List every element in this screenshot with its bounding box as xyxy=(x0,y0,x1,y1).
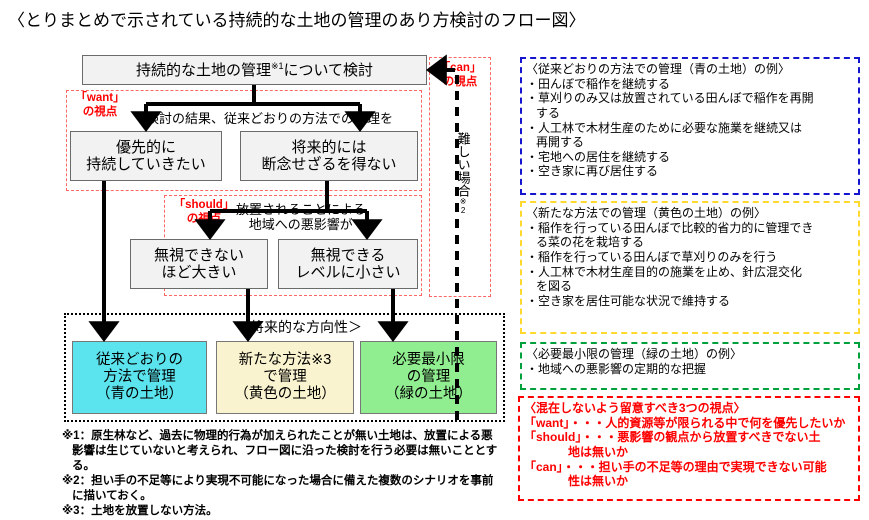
footnote-item: ※1：原生林など、過去に物理的行為が加えられたことが無い土地は、放置による悪 影… xyxy=(62,429,512,474)
panel-red-item-can-cont: 性は無いか xyxy=(568,474,629,489)
outcome-yellow-line2: で管理 xyxy=(263,368,307,385)
panel-blue-item-2: ・人工林で木材生産のために必要な施業を継続又は xyxy=(526,120,803,135)
panel-yellow-item-3: ・空き家を居住可能な状況で維持する xyxy=(526,293,731,308)
panel-new-method-management: 〈新たな方法での管理（黄色の土地）の例〉 ・稲作を行っている田んぼで比較的省力的… xyxy=(520,201,860,334)
should-viewpoint-label-line2: の視点 xyxy=(186,212,222,225)
panel-yellow-heading: 〈新たな方法での管理（黄色の土地）の例〉 xyxy=(526,206,767,220)
panel-green-item-0: ・地域への悪影響の定期的な把握 xyxy=(526,361,707,376)
should-option-a-line2: ほど大きい xyxy=(161,264,237,281)
outcome-yellow-note-marker: ※3 xyxy=(311,351,332,368)
should-question-line1: 放置されることによる xyxy=(236,202,366,217)
can-vertical-note-marker: ※2 xyxy=(458,197,468,215)
want-viewpoint-label-line1: 「want」 xyxy=(75,92,125,104)
outcome-yellow-line1: 新たな方法 xyxy=(238,351,312,368)
panel-yellow-item-1: ・稲作を行っている田んぼで草刈りのみを行う xyxy=(526,249,778,264)
want-option-b-line1: 将来的には xyxy=(291,138,367,156)
panel-yellow-item-0-cont: る菜の花を栽培する xyxy=(536,235,645,250)
should-option-a-line1: 無視できない xyxy=(153,246,244,264)
footnote-1-first: ※1：原生林など、過去に物理的行為が加えられたことが無い土地は、放置による悪 xyxy=(62,430,493,442)
panel-blue-heading: 〈従来どおりの方法での管理（青の土地）の例〉 xyxy=(526,62,791,76)
start-box-note-marker: ※1 xyxy=(270,60,284,71)
want-viewpoint-group xyxy=(66,90,422,191)
want-option-a-line1: 優先的に xyxy=(115,138,176,156)
panel-yellow-item-0: ・稲作を行っている田んぼで比較的省力的に管理でき xyxy=(526,220,814,235)
outcome-yellow-line3: （黄色の土地） xyxy=(234,386,336,403)
can-viewpoint-label-line2: の視点 xyxy=(442,75,478,88)
panel-blue-item-4: ・空き家に再び居住する xyxy=(526,164,659,179)
want-option-abandon-box: 将来的には 断念せざるを得ない xyxy=(240,131,418,181)
outcome-blue-line3: （青の土地） xyxy=(96,386,183,403)
want-viewpoint-label: 「want」 の視点 xyxy=(68,92,132,120)
panel-blue-item-3: ・宅地への居住を継続する xyxy=(526,149,671,164)
footnote-2-cont: に描いておく。 xyxy=(72,489,152,502)
footnote-item: ※3：土地を放置しない方法。 xyxy=(62,504,512,519)
outcome-box-yellow: 新たな方法※3 で管理 （黄色の土地） xyxy=(216,341,354,414)
outcome-green-line2: の管理 xyxy=(406,368,451,385)
should-option-b-line2: レベルに小さい xyxy=(295,264,401,281)
panel-green-heading: 〈必要最小限の管理（緑の土地）の例〉 xyxy=(526,347,743,361)
want-option-continue-box: 優先的に 持続していきたい xyxy=(70,131,222,181)
can-viewpoint-label-line1: 「can」 xyxy=(438,62,482,74)
panel-blue-item-0: ・田んぼで稲作を継続する xyxy=(526,76,671,91)
outcome-box-blue: 従来どおりの 方法で管理 （青の土地） xyxy=(72,341,207,414)
outcome-green-line1: 必要最小限 xyxy=(392,351,465,368)
want-option-b-line2: 断念せざるを得ない xyxy=(261,156,397,173)
should-question-line2: 地域への悪影響が xyxy=(248,216,353,232)
panel-red-heading: 〈混在しないよう留意すべき3つの視点〉 xyxy=(524,401,746,415)
future-direction-heading: ＜将来的な方向性＞ xyxy=(236,319,362,335)
should-option-b-line1: 無視できる xyxy=(310,246,386,264)
panel-blue-item-2-cont: 再開する xyxy=(536,135,585,150)
footnote-2-first: ※2：担い手の不足等により実現不可能になった場合に備えた複数のシナリオを事前 xyxy=(62,474,494,487)
panel-yellow-item-2-cont: を図る xyxy=(536,279,573,294)
panel-blue-item-1: ・草刈りのみ又は放置されている田んぼで稲作を再開 xyxy=(526,91,814,106)
should-option-small-box: 無視できる レベルに小さい xyxy=(278,239,418,289)
want-question-label: 検討の結果、従来どおりの方法での管理を xyxy=(146,111,394,126)
start-box: 持続的な土地の管理※1について検討 xyxy=(82,55,427,85)
footnote-1-cont: 影響は生じていないと考えられ、フロー図に沿った検討を行う必要は無いこととする。 xyxy=(72,444,498,472)
should-viewpoint-label-line1: 「should」 xyxy=(173,199,235,211)
footnote-3-first: ※3：土地を放置しない方法。 xyxy=(62,504,218,517)
start-box-text-after: について検討 xyxy=(283,61,374,79)
outcome-blue-line2: 方法で管理 xyxy=(103,368,176,385)
can-viewpoint-label: 「can」 の視点 xyxy=(432,62,488,90)
panel-blue-item-1-cont: する xyxy=(536,105,561,120)
footnotes-block: ※1：原生林など、過去に物理的行為が加えられたことが無い土地は、放置による悪 影… xyxy=(62,429,512,519)
panel-yellow-item-2: ・人工林で木材生産目的の施業を止め、針広混交化 xyxy=(526,264,803,279)
can-viewpoint-group xyxy=(429,57,491,297)
can-difficult-vertical-text: 難しい場合※2 xyxy=(455,132,471,215)
start-box-text-before: 持続的な土地の管理 xyxy=(135,61,271,79)
outcome-blue-line1: 従来どおりの xyxy=(96,351,183,368)
outcome-box-green: 必要最小限 の管理 （緑の土地） xyxy=(360,341,497,414)
panel-red-item-should: 「should」・・・悪影響の観点から放置すべきでない土 xyxy=(524,430,821,445)
panel-conventional-management: 〈従来どおりの方法での管理（青の土地）の例〉 ・田んぼで稲作を継続する ・草刈り… xyxy=(520,57,860,195)
panel-red-item-can: 「can」・・・担い手の不足等の理由で実現できない可能 xyxy=(524,459,827,474)
page-title: 〈とりまとめで示されている持続的な土地の管理のあり方検討のフロー図〉 xyxy=(8,11,586,30)
want-viewpoint-label-line2: の視点 xyxy=(82,105,118,118)
panel-red-item-want: 「want」・・・人的資源等が限られる中で何を優先したいか xyxy=(524,415,846,430)
outcome-green-line3: （緑の土地） xyxy=(385,386,472,403)
panel-minimum-management: 〈必要最小限の管理（緑の土地）の例〉 ・地域への悪影響の定期的な把握 xyxy=(520,342,860,390)
footnote-item: ※2：担い手の不足等により実現不可能になった場合に備えた複数のシナリオを事前 に… xyxy=(62,474,512,504)
panel-three-viewpoints: 〈混在しないよう留意すべき3つの視点〉 「want」・・・人的資源等が限られる中… xyxy=(518,396,860,501)
should-option-large-box: 無視できない ほど大きい xyxy=(130,239,268,289)
should-viewpoint-label: 「should」 の視点 xyxy=(168,199,240,227)
future-direction-group xyxy=(64,313,505,422)
want-option-a-line2: 持続していきたい xyxy=(86,156,206,173)
should-question-label: 放置されることによる 地域への悪影響が xyxy=(236,202,366,232)
panel-red-item-should-cont: 地は無いか xyxy=(568,444,629,459)
